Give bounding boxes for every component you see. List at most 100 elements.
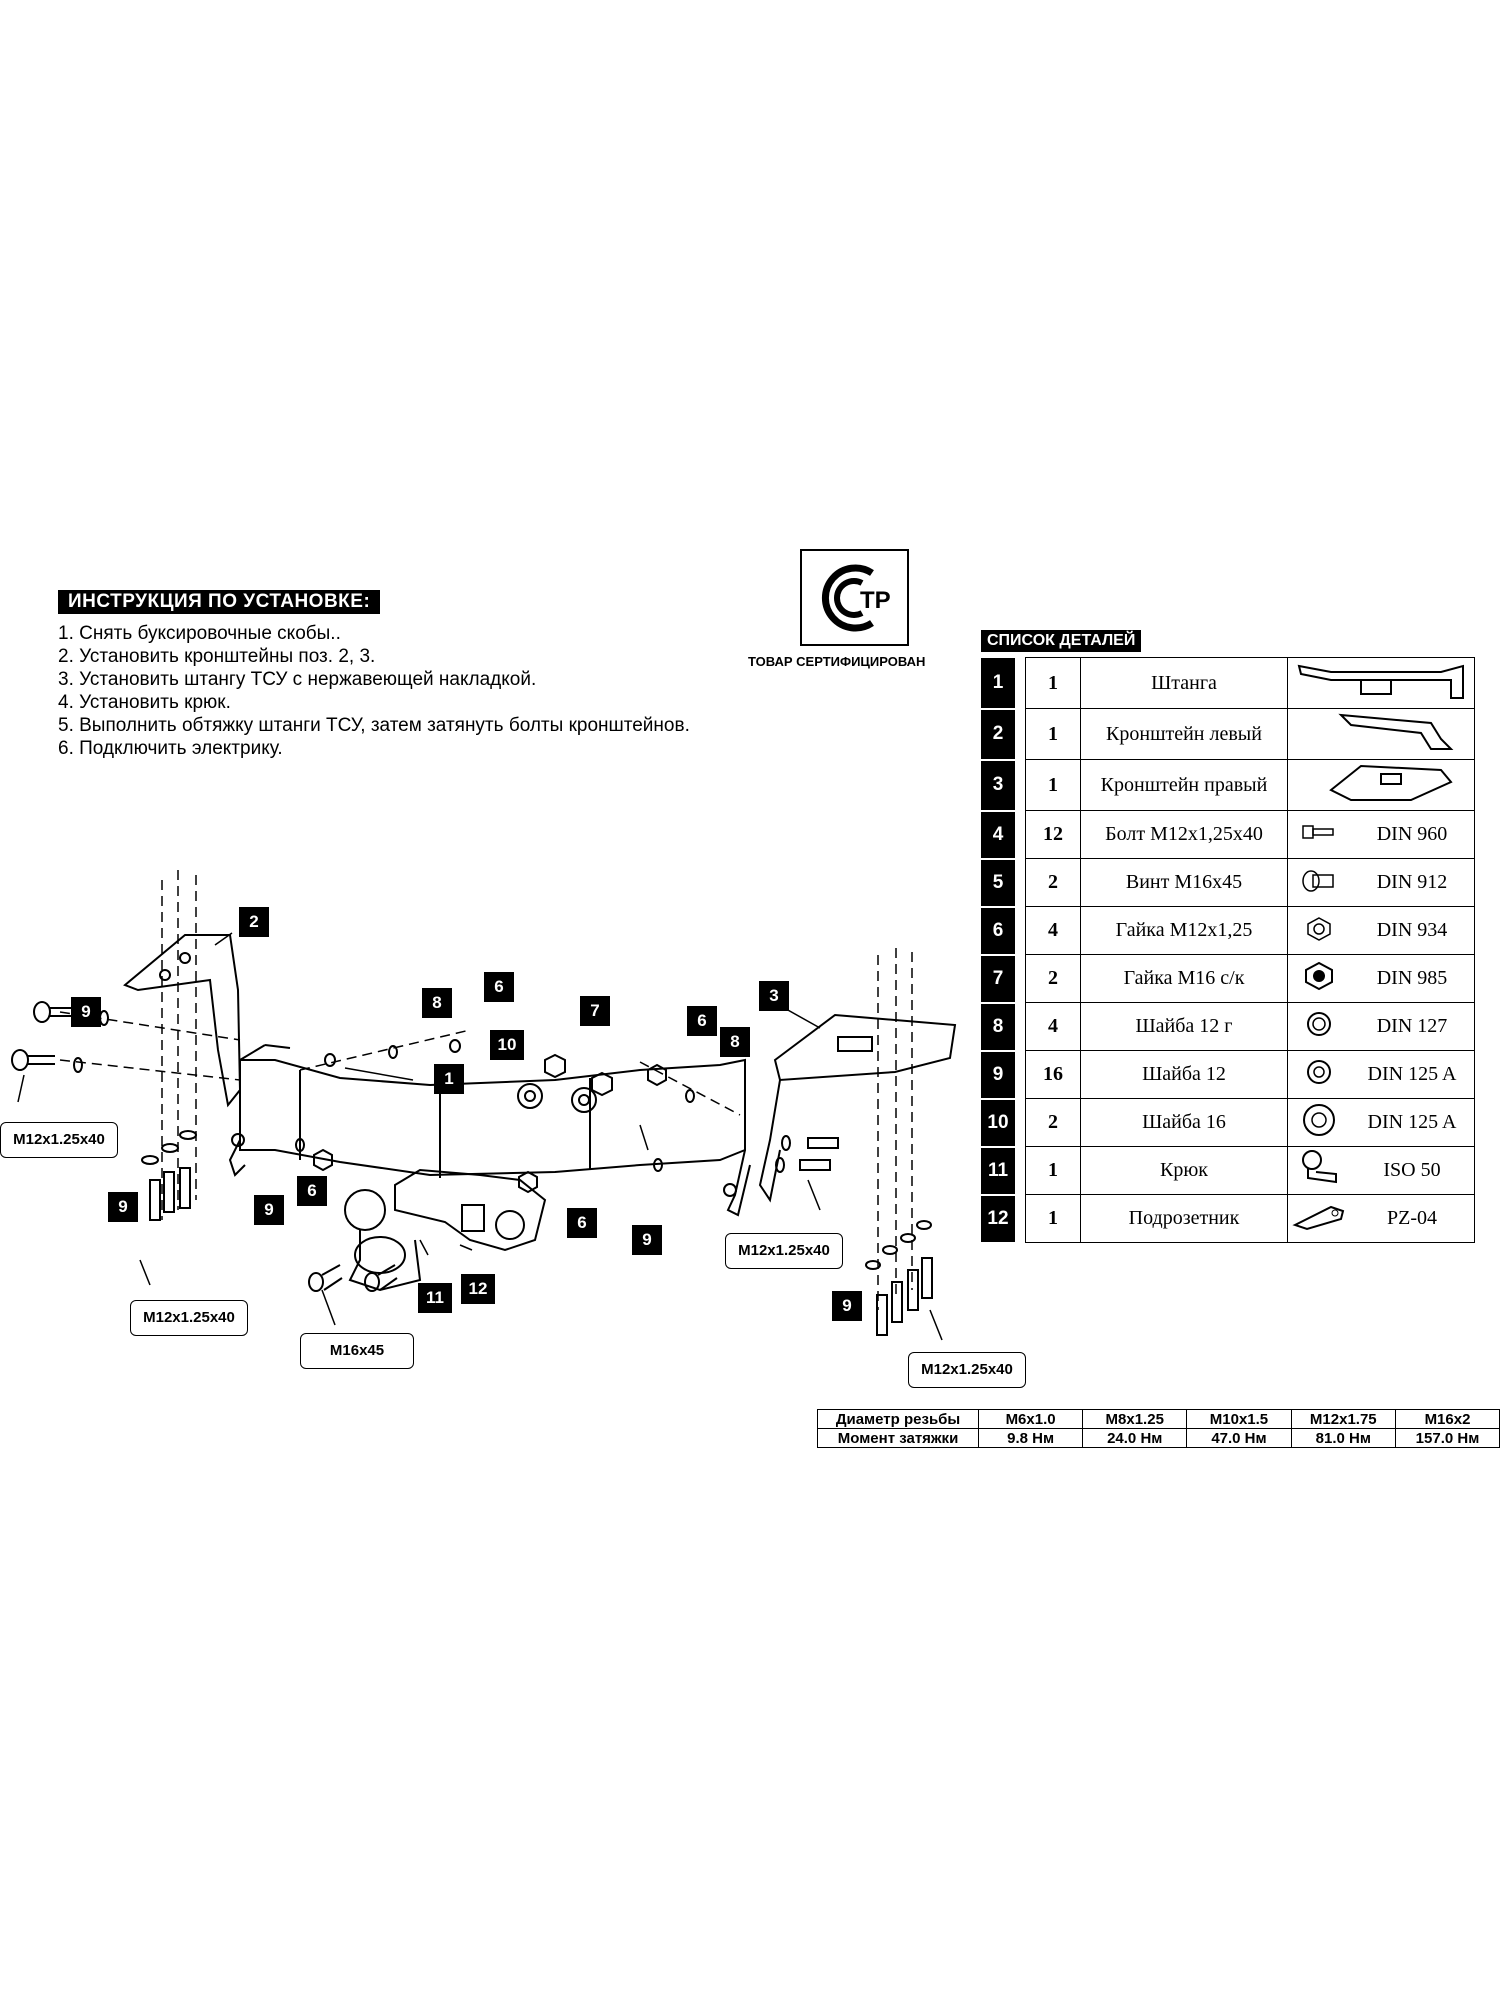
parts-row: 1 1 Штанга	[981, 657, 1475, 710]
fastener-spec-label: M12x1.25x40	[0, 1122, 118, 1158]
washer-large-icon	[1287, 1098, 1350, 1147]
right-bracket-icon	[1329, 764, 1453, 801]
part-standard: DIN 125 A	[1350, 1050, 1475, 1099]
part-standard: DIN 985	[1350, 954, 1475, 1003]
part-name: Болт М12х1,25х40	[1080, 810, 1288, 859]
part-standard: DIN 125 A	[1350, 1098, 1475, 1147]
callout-badge: 9	[254, 1195, 284, 1225]
part-qty: 1	[1025, 1194, 1081, 1243]
lock-nut-icon	[1287, 954, 1350, 1003]
part-number: 4	[981, 810, 1015, 860]
washer-icon	[1287, 1050, 1350, 1099]
part-name: Подрозетник	[1080, 1194, 1288, 1243]
part-qty: 2	[1025, 1098, 1081, 1147]
part-name: Шайба 12 г	[1080, 1002, 1288, 1051]
callout-badge: 6	[484, 972, 514, 1002]
part-standard: ISO 50	[1350, 1146, 1475, 1195]
torque-table: Диаметр резьбы M6x1.0 M8x1.25 M10x1.5 M1…	[816, 1409, 1500, 1448]
certification-logo: ТР	[800, 549, 909, 646]
callout-badge: 2	[239, 907, 269, 937]
part-name: Винт М16х45	[1080, 858, 1288, 907]
torque-value: 47.0 Нм	[1186, 1428, 1292, 1448]
callout-badge: 6	[687, 1006, 717, 1036]
socket-bracket-icon	[1287, 1194, 1350, 1243]
parts-row: 11 1 Крюк ISO 50	[981, 1146, 1475, 1196]
torque-value: 81.0 Нм	[1290, 1428, 1397, 1448]
parts-row: 12 1 Подрозетник PZ-04	[981, 1194, 1475, 1244]
part-number: 2	[981, 708, 1015, 761]
callout-badge: 9	[832, 1291, 862, 1321]
certification-label: ТОВАР СЕРТИФИЦИРОВАН	[748, 654, 926, 669]
callout-badge: 12	[461, 1274, 495, 1304]
certification-logo-text: ТР	[860, 587, 891, 614]
callout-badge: 9	[632, 1225, 662, 1255]
instruction-step: 3. Установить штангу ТСУ с нержавеющей н…	[58, 669, 537, 690]
parts-list-table: 1 1 Штанга 2 1 Кронштейн левый 3 1 Кронш…	[981, 657, 1475, 1244]
part-standard: PZ-04	[1350, 1194, 1475, 1243]
part-number: 8	[981, 1002, 1015, 1052]
torque-header: Момент затяжки	[816, 1428, 980, 1448]
instruction-step: 6. Подключить электрику.	[58, 738, 283, 759]
torque-value: 24.0 Нм	[1082, 1428, 1188, 1448]
parts-list-title: СПИСОК ДЕТАЛЕЙ	[981, 630, 1142, 652]
part-name: Шайба 16	[1080, 1098, 1288, 1147]
bolt-icon	[1287, 810, 1350, 859]
part-number: 1	[981, 657, 1015, 710]
tow-ball-icon	[1287, 1146, 1350, 1195]
parts-row: 7 2 Гайка М16 с/к DIN 985	[981, 954, 1475, 1004]
instruction-steps: 1. Снять буксировочные скобы.. 2. Устано…	[58, 622, 690, 760]
callout-badge: 10	[490, 1030, 524, 1060]
nut-icon	[1287, 906, 1350, 955]
torque-row-thread: Диаметр резьбы M6x1.0 M8x1.25 M10x1.5 M1…	[816, 1409, 1500, 1429]
callout-badge: 8	[720, 1027, 750, 1057]
part-qty: 1	[1025, 708, 1081, 760]
fastener-spec-label: M12x1.25x40	[725, 1233, 843, 1269]
certification-mark-icon: ТР	[821, 564, 891, 632]
part-number: 5	[981, 858, 1015, 908]
part-number: 12	[981, 1194, 1015, 1244]
callout-badge: 3	[759, 981, 789, 1011]
part-standard: DIN 934	[1350, 906, 1475, 955]
left-bracket-icon	[1338, 713, 1454, 750]
torque-value: 157.0 Нм	[1395, 1428, 1500, 1448]
instruction-step: 5. Выполнить обтяжку штанги ТСУ, затем з…	[58, 715, 690, 736]
parts-row: 3 1 Кронштейн правый	[981, 759, 1475, 812]
callout-badge: 9	[71, 997, 101, 1027]
instruction-step: 4. Установить крюк.	[58, 692, 231, 713]
spring-washer-icon	[1287, 1002, 1350, 1051]
callout-badge: 6	[567, 1208, 597, 1238]
tow-bar-icon	[1297, 664, 1464, 699]
callout-badge: 9	[108, 1192, 138, 1222]
part-number: 10	[981, 1098, 1015, 1148]
parts-row: 5 2 Винт М16х45 DIN 912	[981, 858, 1475, 908]
parts-row: 8 4 Шайба 12 г DIN 127	[981, 1002, 1475, 1052]
part-qty: 1	[1025, 759, 1081, 811]
part-name: Шайба 12	[1080, 1050, 1288, 1099]
torque-value: 9.8 Нм	[978, 1428, 1084, 1448]
instruction-step: 2. Установить кронштейны поз. 2, 3.	[58, 646, 376, 667]
instruction-step: 1. Снять буксировочные скобы..	[58, 623, 341, 644]
fastener-spec-label: M12x1.25x40	[130, 1300, 248, 1336]
part-number: 9	[981, 1050, 1015, 1100]
part-qty: 12	[1025, 810, 1081, 859]
parts-row: 2 1 Кронштейн левый	[981, 708, 1475, 761]
part-qty: 1	[1025, 1146, 1081, 1195]
fastener-spec-label: M16x45	[300, 1333, 414, 1369]
callout-badge: 8	[422, 988, 452, 1018]
part-name: Кронштейн левый	[1080, 708, 1288, 760]
part-number: 11	[981, 1146, 1015, 1196]
part-standard: DIN 912	[1350, 858, 1475, 907]
fastener-spec-label: M12x1.25x40	[908, 1352, 1026, 1388]
parts-row: 10 2 Шайба 16 DIN 125 A	[981, 1098, 1475, 1148]
part-image	[1287, 708, 1475, 760]
part-image	[1287, 657, 1475, 709]
instructions-title: ИНСТРУКЦИЯ ПО УСТАНОВКЕ:	[58, 590, 381, 614]
callout-badge: 6	[297, 1176, 327, 1206]
part-qty: 2	[1025, 954, 1081, 1003]
callout-badge: 1	[434, 1064, 464, 1094]
part-number: 7	[981, 954, 1015, 1004]
torque-row-value: Момент затяжки 9.8 Нм 24.0 Нм 47.0 Нм 81…	[816, 1428, 1500, 1448]
parts-row: 4 12 Болт М12х1,25х40 DIN 960	[981, 810, 1475, 860]
part-number: 3	[981, 759, 1015, 812]
